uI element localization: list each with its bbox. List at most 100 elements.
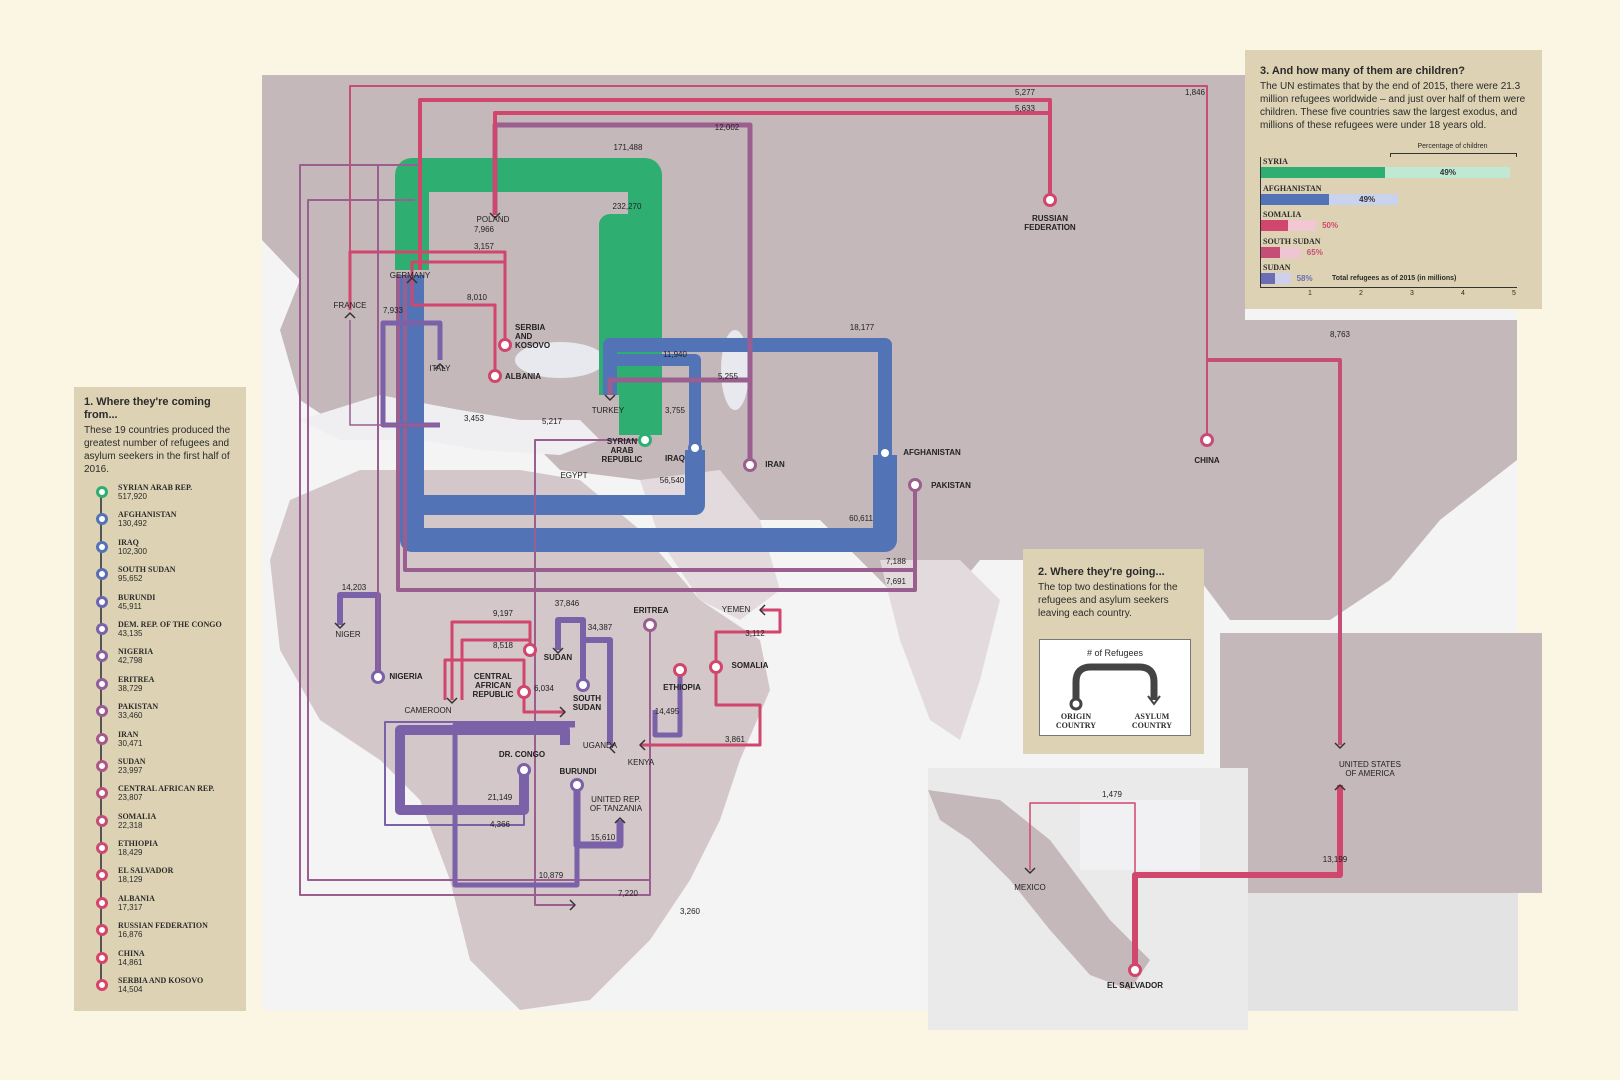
location-pin-icon [643, 618, 657, 632]
gulf-mexico [1080, 800, 1200, 870]
location-pin-icon [96, 759, 108, 772]
legend-country: SUDAN [118, 756, 146, 766]
legend-value: 33,460 [118, 711, 143, 721]
legend-value: 45,911 [118, 601, 142, 611]
usa-inset [1220, 633, 1542, 893]
destinations-description: The top two destinations for the refugee… [1038, 582, 1178, 619]
country-label-france: FRANCE [334, 301, 367, 310]
location-pin-icon [523, 643, 537, 657]
location-pin-icon [96, 924, 108, 937]
legend-country: BURUNDI [118, 592, 156, 602]
location-pin-icon [743, 458, 757, 472]
flow-value-ssudan_b: 34,387 [588, 623, 613, 632]
flow-value-yemen: 3,112 [745, 629, 765, 638]
legend-country: SOMALIA [118, 811, 157, 821]
legend-value: 16,876 [118, 930, 143, 940]
location-pin-icon [96, 677, 108, 690]
drc-flow-2 [384, 721, 575, 826]
country-label-niger: NIGER [335, 630, 361, 639]
location-pin-icon [96, 568, 108, 581]
location-pin-icon [638, 433, 652, 447]
legend-country: ETHIOPIA [118, 839, 159, 849]
location-pin-icon [96, 979, 108, 992]
flow-value-syria_germany: 171,488 [614, 143, 643, 152]
country-label-somalia: SOMALIA [732, 661, 769, 670]
eritrea-flow-2 [307, 199, 651, 881]
country-label-nigeria: NIGERIA [389, 672, 423, 681]
country-label-iran: IRAN [765, 460, 785, 469]
el-salvador-mexico-flow [1029, 802, 1136, 970]
location-pin-icon [96, 842, 108, 855]
legend-country: EL SALVADOR [118, 866, 174, 876]
flow-value-iraq_germany: 56,540 [660, 476, 685, 485]
x-axis-title: Total refugees as of 2015 (in millions) [1332, 275, 1457, 282]
legend-country: CENTRAL AFRICAN REP. [118, 784, 215, 794]
country-label-germany: GERMANY [390, 271, 431, 280]
children-title: 3. And how many of them are children? [1260, 65, 1465, 77]
arrowhead-icon [446, 697, 458, 704]
location-pin-icon [498, 338, 512, 352]
legend-value: 517,920 [118, 492, 147, 501]
total-bar [1260, 193, 1329, 205]
arrowhead-icon [614, 817, 626, 824]
arrowhead-icon [334, 622, 346, 629]
china-usa-flow [1207, 358, 1342, 745]
location-pin-icon [709, 660, 723, 674]
flow-lines [299, 85, 1346, 970]
legend-country: RUSSIAN FEDERATION [118, 921, 208, 931]
sa-inset [1248, 893, 1518, 1011]
syria-turkey-flow [599, 214, 641, 435]
legend-item: SYRIAN ARAB REP.517,920 [84, 483, 244, 510]
legend-country: IRAQ [118, 537, 139, 547]
location-pin-icon [96, 787, 108, 800]
children-bar [1328, 193, 1398, 205]
location-pin-icon [96, 650, 108, 663]
country-label-iraq: IRAQ [665, 454, 685, 463]
y-axis [1260, 157, 1261, 287]
children-bar [1280, 246, 1301, 258]
location-pin-icon [96, 486, 108, 498]
somalia-flow [640, 667, 762, 747]
legend-value: 43,135 [118, 628, 143, 638]
location-pin-icon [570, 778, 584, 792]
arrowhead-icon [406, 277, 418, 284]
country-label-cameroon: CAMEROON [404, 706, 451, 715]
russia-flow-2 [493, 111, 1052, 215]
bar-country: SUDAN [1263, 263, 1291, 272]
flow-value-sudan_a: 9,197 [493, 609, 514, 618]
arrowhead-icon [344, 312, 356, 319]
country-label-turkey: TURKEY [592, 406, 625, 415]
flow-value-iraq_turkey: 11,940 [663, 350, 687, 359]
children-bar [1288, 220, 1317, 231]
bar-country: SOUTH SUDAN [1263, 236, 1321, 246]
location-pin-icon [673, 663, 687, 677]
flow-value-drc_a: 21,149 [488, 793, 513, 802]
location-pin-icon [96, 896, 108, 909]
flow-value-eth: 14,495 [655, 707, 680, 716]
location-pin-icon [96, 622, 108, 635]
arrowhead-icon [489, 212, 501, 219]
burundi-flow-2 [452, 722, 580, 888]
flow-value-drc_b: 4,366 [490, 820, 511, 829]
legend-country: SOUTH SUDAN [118, 565, 176, 575]
legend-country: IRAN [118, 729, 139, 739]
bar-country: SOMALIA [1263, 210, 1302, 219]
legend-value: 22,318 [118, 820, 143, 830]
south-sudan-flow-2 [580, 637, 613, 745]
legend-country: SYRIAN ARAB REP. [118, 483, 193, 492]
x-tick-label: 1 [1308, 290, 1312, 297]
flow-value-iran_turkey: 5,255 [718, 372, 739, 381]
legend-country: PAKISTAN [118, 702, 159, 712]
origin-pins [371, 193, 1214, 977]
